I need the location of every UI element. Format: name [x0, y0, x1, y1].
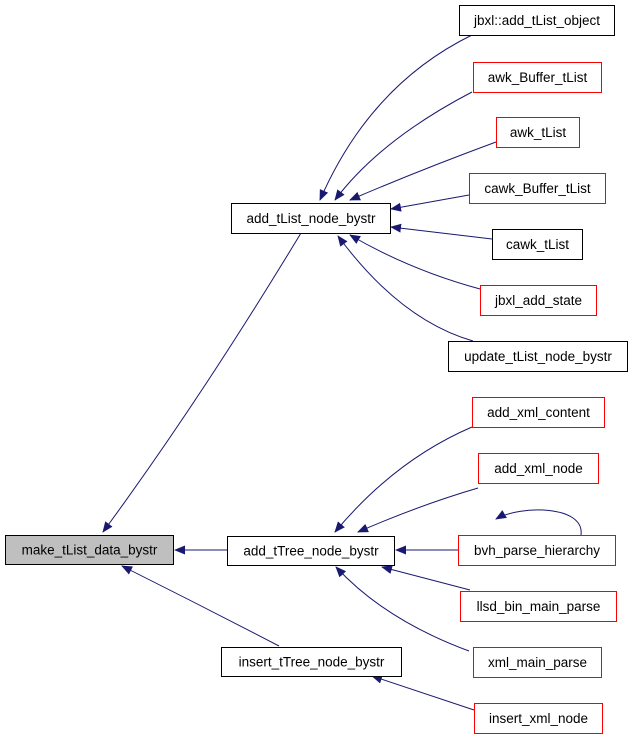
node-awk-tList[interactable]: awk_tList — [496, 117, 580, 148]
node-box — [221, 647, 402, 677]
node-add-tTree-node-bystr[interactable]: add_tTree_node_bystr — [227, 536, 395, 566]
node-label: jbxl_add_state — [494, 293, 582, 308]
node-jbxl-add-tList-object[interactable]: jbxl::add_tList_object — [459, 5, 615, 36]
node-llsd-bin-main-parse[interactable]: llsd_bin_main_parse — [460, 591, 617, 622]
node-jbxl-add-state[interactable]: jbxl_add_state — [480, 285, 597, 316]
node-label: awk_Buffer_tList — [488, 70, 588, 85]
node-label: make_tList_data_bystr — [22, 543, 158, 558]
node-box — [474, 703, 603, 734]
node-label: add_tList_node_bystr — [246, 211, 376, 226]
node-insert-xml-node[interactable]: insert_xml_node — [474, 703, 603, 734]
node-box — [231, 203, 391, 234]
node-box — [5, 535, 174, 565]
edge-add_xml_content-to-add_tTree_node_bystr — [334, 426, 473, 533]
edge-insert_tTree_node_bystr-to-make_tList_data_bystr — [121, 565, 280, 647]
node-box — [480, 285, 597, 316]
node-cawk-Buffer-tList[interactable]: cawk_Buffer_tList — [469, 173, 606, 204]
node-awk-Buffer-tList[interactable]: awk_Buffer_tList — [473, 62, 602, 93]
node-box — [227, 536, 395, 566]
node-label: insert_tTree_node_bystr — [239, 655, 385, 670]
edge-awk_Buffer_tList-to-add_tList_node_bystr — [334, 91, 473, 201]
node-box — [492, 229, 583, 260]
node-box — [472, 397, 605, 428]
node-label: add_xml_node — [494, 461, 583, 476]
node-label: xml_main_parse — [488, 655, 587, 670]
node-label: cawk_tList — [506, 237, 569, 252]
node-box — [469, 173, 606, 204]
node-label: add_tTree_node_bystr — [243, 544, 379, 559]
node-box — [459, 5, 615, 36]
edge-update_tList_node_bystr-to-add_tList_node_bystr — [337, 235, 474, 342]
edge-jbxl_add_state-to-add_tList_node_bystr — [349, 234, 481, 290]
edge-llsd_bin_main_parse-to-add_tTree_node_bystr — [381, 565, 471, 591]
node-label: add_xml_content — [487, 405, 590, 420]
node-label: llsd_bin_main_parse — [477, 599, 601, 614]
node-cawk-tList[interactable]: cawk_tList — [492, 229, 583, 260]
edge-bvh_parse_hierarchy-to-bvh_parse_hierarchy — [495, 509, 582, 536]
node-box — [496, 117, 580, 148]
node-add-xml-node[interactable]: add_xml_node — [478, 453, 599, 484]
edge-awk_tList-to-add_tList_node_bystr — [349, 141, 497, 201]
edges-layer — [102, 34, 582, 711]
node-box — [448, 341, 628, 372]
edge-insert_xml_node-to-insert_tTree_node_bystr — [371, 674, 475, 711]
node-xml-main-parse[interactable]: xml_main_parse — [473, 647, 602, 678]
node-box — [478, 453, 599, 484]
nodes-layer: make_tList_data_bystr add_tList_node_byst… — [5, 5, 628, 734]
edge-cawk_tList-to-add_tList_node_bystr — [390, 223, 493, 240]
node-bvh-parse-hierarchy[interactable]: bvh_parse_hierarchy — [458, 535, 616, 566]
node-label: awk_tList — [510, 125, 567, 140]
node-label: update_tList_node_bystr — [464, 349, 612, 364]
node-update-tList-node-bystr[interactable]: update_tList_node_bystr — [448, 341, 628, 372]
node-make-tList-data-bystr[interactable]: make_tList_data_bystr — [5, 535, 174, 565]
node-box — [473, 647, 602, 678]
node-box — [473, 62, 602, 93]
node-insert-tTree-node-bystr[interactable]: insert_tTree_node_bystr — [221, 647, 402, 677]
node-box — [460, 591, 617, 622]
edge-cawk_Buffer_tList-to-add_tList_node_bystr — [390, 194, 470, 212]
node-label: cawk_Buffer_tList — [484, 181, 591, 196]
node-label: bvh_parse_hierarchy — [474, 543, 600, 558]
edge-xml_main_parse-to-add_tTree_node_bystr — [335, 566, 470, 652]
node-box — [458, 535, 616, 566]
edge-add_xml_node-to-add_tTree_node_bystr — [357, 487, 479, 533]
node-add-tList-node-bystr[interactable]: add_tList_node_bystr — [231, 203, 391, 234]
edge-jbxl_add_tList_object-to-add_tList_node_bystr — [319, 34, 473, 201]
edge-add_tList_node_bystr-to-make_tList_data_bystr — [102, 232, 302, 533]
node-label: insert_xml_node — [489, 711, 588, 726]
node-add-xml-content[interactable]: add_xml_content — [472, 397, 605, 428]
node-label: jbxl::add_tList_object — [473, 13, 600, 28]
